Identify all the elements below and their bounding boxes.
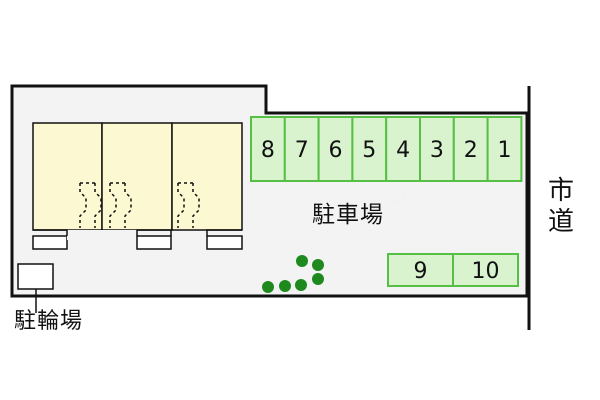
parking-row-bottom: 9 10 xyxy=(387,253,519,287)
parking-slot-number: 3 xyxy=(430,138,444,163)
entrance-step xyxy=(206,235,243,250)
entrance-step xyxy=(32,235,68,250)
parking-slot-box xyxy=(452,253,519,287)
parking-slot-number: 9 xyxy=(414,259,428,284)
parking-slot-number: 7 xyxy=(295,138,309,163)
parking-slot-10: 10 xyxy=(452,253,519,287)
parking-slot-box xyxy=(317,116,354,182)
building-base-outline xyxy=(33,229,242,236)
parking-lot-label: 駐車場 xyxy=(312,202,384,228)
parking-slot-number: 10 xyxy=(472,259,500,284)
parking-slot-9: 9 xyxy=(387,253,454,287)
entrance-step xyxy=(136,235,172,250)
parking-slot-number: 4 xyxy=(396,138,410,163)
interior-dashed-layout xyxy=(79,182,200,228)
building-unit-2 xyxy=(101,122,173,231)
tree xyxy=(312,259,324,271)
bicycle-parking-area xyxy=(17,263,54,290)
parking-slot-box xyxy=(387,253,454,287)
building-unit-1 xyxy=(32,122,103,231)
parking-slot-number: 5 xyxy=(362,138,376,163)
road-label-char: 市 xyxy=(547,176,574,206)
tree xyxy=(296,255,308,267)
tree xyxy=(312,273,324,285)
parking-slot-box xyxy=(486,116,523,182)
parking-slot-number: 2 xyxy=(464,138,478,163)
tree xyxy=(262,281,274,293)
parking-slot-2: 2 xyxy=(452,116,489,182)
parking-slot-box xyxy=(452,116,489,182)
parking-slot-5: 5 xyxy=(351,116,388,182)
road-label-char: 道 xyxy=(547,207,574,237)
building-unit-3 xyxy=(171,122,243,231)
parking-slot-box xyxy=(419,116,455,182)
parking-slot-number: 1 xyxy=(498,138,512,163)
parking-slot-8: 8 xyxy=(250,116,286,182)
parking-slot-4: 4 xyxy=(385,116,422,182)
parking-slot-7: 7 xyxy=(283,116,320,182)
apartment-building xyxy=(32,122,243,250)
tree xyxy=(295,279,307,291)
parking-slot-number: 6 xyxy=(329,138,343,163)
tree xyxy=(279,280,291,292)
parking-slot-1: 1 xyxy=(486,116,523,182)
parking-slot-3: 3 xyxy=(419,116,455,182)
bicycle-parking-label: 駐輪場 xyxy=(14,309,84,334)
watermark: アパマンショップ xyxy=(268,182,460,207)
trees xyxy=(262,255,324,293)
parking-slot-number: 8 xyxy=(261,138,275,163)
parking-slot-box xyxy=(283,116,320,182)
entrance-step xyxy=(67,230,137,240)
parking-slot-6: 6 xyxy=(317,116,354,182)
city-road-label: 市 道 xyxy=(546,176,576,238)
